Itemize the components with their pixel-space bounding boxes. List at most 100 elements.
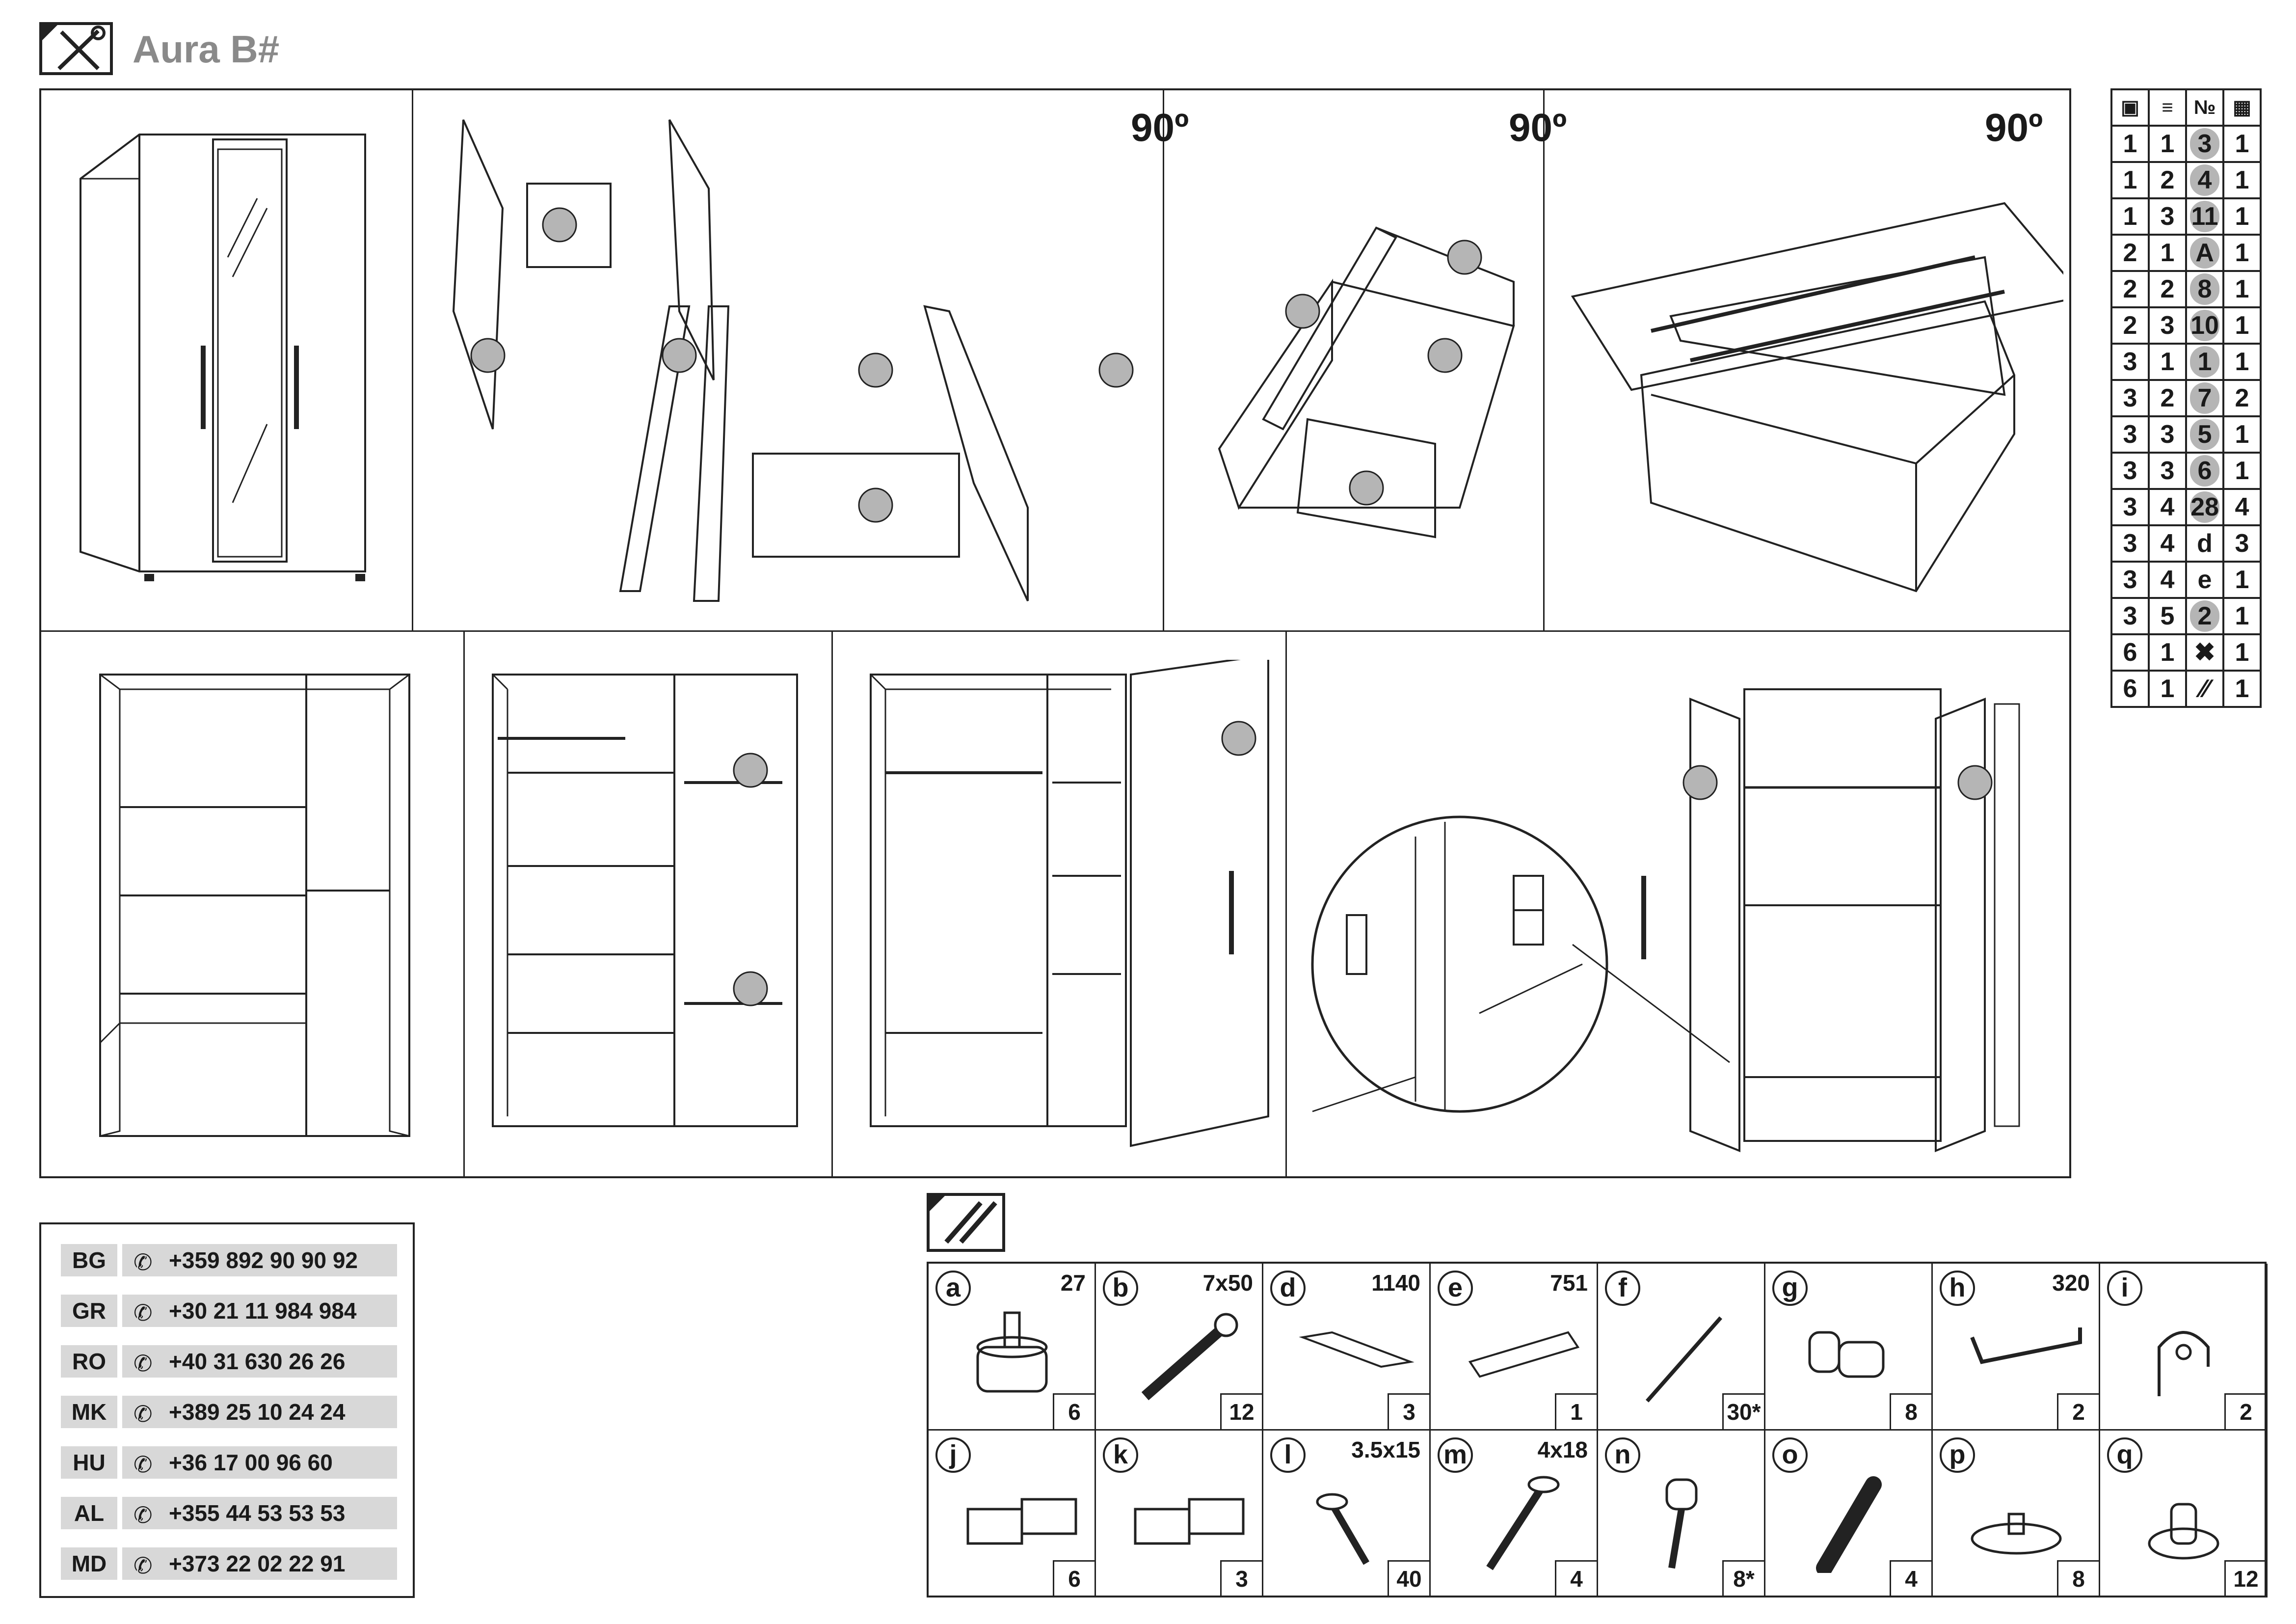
part-id: 7	[2190, 382, 2219, 414]
rail-holder-icon	[2130, 1308, 2238, 1408]
part-id-cell: 1	[2185, 343, 2224, 381]
phone-number: +389 25 10 24 24	[122, 1396, 397, 1428]
box-number-cell: 3	[2110, 597, 2150, 635]
part-id: e	[2197, 566, 2212, 594]
box-number-cell: 2	[2110, 270, 2150, 308]
hardware-quantity: 8	[2057, 1560, 2099, 1596]
part-id: 8	[2190, 273, 2219, 305]
layer-number-cell: 1	[2148, 234, 2187, 272]
quantity-cell: 2	[2222, 379, 2262, 417]
quantity-cell: 1	[2222, 161, 2262, 199]
hardware-letter: b	[1103, 1271, 1138, 1306]
quantity-cell: 1	[2222, 125, 2262, 163]
page-title: Aura B#	[133, 27, 280, 71]
box-number-cell: 1	[2110, 161, 2150, 199]
grid-icon: ▦	[2222, 88, 2262, 127]
quantity-cell: 1	[2222, 670, 2262, 708]
row-divider	[41, 630, 2070, 632]
small-screw-icon	[1293, 1475, 1401, 1575]
layer-number-cell: 1	[2148, 633, 2187, 672]
part-id: 10	[2190, 310, 2219, 341]
hardware-quantity: 6	[1053, 1560, 1095, 1596]
step-frame-assembly-drawing	[1218, 226, 1515, 539]
layer-number-cell: 3	[2148, 415, 2187, 454]
hardware-quantity: 30*	[1722, 1393, 1764, 1429]
part-id: 6	[2190, 455, 2219, 487]
part-id-cell: A	[2185, 234, 2224, 272]
layer-number-cell: 4	[2148, 561, 2187, 599]
box-number-cell: 3	[2110, 415, 2150, 454]
parts-table-header: ▣ ≡ № ▦	[2110, 88, 2262, 127]
country-code: GR	[61, 1295, 117, 1327]
phone-row: AL +355 44 53 53 53 ✆	[61, 1497, 397, 1529]
part-id-cell: 6	[2185, 452, 2224, 490]
part-id-cell: 5	[2185, 415, 2224, 454]
quantity-cell: 1	[2222, 306, 2262, 345]
quantity-cell: 1	[2222, 270, 2262, 308]
quantity-cell: 1	[2222, 561, 2262, 599]
hardware-letter: p	[1940, 1437, 1975, 1473]
layer-number-cell: 1	[2148, 343, 2187, 381]
divider	[1163, 90, 1164, 630]
part-id: 4	[2190, 164, 2219, 196]
hardware-letter: n	[1605, 1437, 1640, 1473]
divider	[412, 90, 413, 630]
part-id-cell: 4	[2185, 161, 2224, 199]
divider	[1543, 90, 1545, 630]
box-number-cell: 2	[2110, 234, 2150, 272]
quantity-cell: 3	[2222, 524, 2262, 563]
assembly-tools-icon	[39, 22, 113, 75]
phone-icon: ✆	[133, 1300, 153, 1326]
confirmat-screw-icon	[1125, 1308, 1243, 1408]
support-phones-box: BG +359 892 90 90 92 ✆ GR +30 21 11 984 …	[39, 1222, 415, 1598]
layer-number-cell: 3	[2148, 197, 2187, 236]
phone-number: +373 22 02 22 91	[122, 1547, 397, 1580]
leg-icon	[958, 1308, 1066, 1408]
assembly-steps-frame: 90º 90º 90º	[39, 88, 2071, 1178]
phone-row: GR +30 21 11 984 984 ✆	[61, 1295, 397, 1327]
quantity-cell: 1	[2222, 234, 2262, 272]
part-id-cell: d	[2185, 524, 2224, 563]
quantity-cell: 1	[2222, 452, 2262, 490]
box-number-cell: 3	[2110, 343, 2150, 381]
layer-number-cell: 2	[2148, 270, 2187, 308]
part-id: 3	[2190, 128, 2219, 160]
hardware-quantity: 2	[2057, 1393, 2099, 1429]
rotate-90-icon: 90º	[1509, 106, 1567, 149]
hardware-pack-icon	[927, 1193, 1005, 1252]
number-sign-header: №	[2185, 88, 2224, 127]
cam-lock-icon	[1628, 1475, 1735, 1575]
hardware-quantity: 12	[1220, 1393, 1262, 1429]
box-number-cell: 6	[2110, 670, 2150, 708]
part-id-cell: e	[2185, 561, 2224, 599]
hardware-quantity: 40	[1388, 1560, 1429, 1596]
part-id: A	[2190, 237, 2219, 269]
hardware-size: 27	[1060, 1270, 1086, 1296]
hardware-letter: g	[1772, 1271, 1808, 1306]
hardware-size: 7x50	[1202, 1270, 1253, 1296]
layer-number-cell: 1	[2148, 670, 2187, 708]
plug-icon	[2130, 1475, 2238, 1575]
quantity-cell: 1	[2222, 343, 2262, 381]
part-id: d	[2197, 529, 2213, 558]
box-number-cell: 1	[2110, 197, 2150, 236]
hardware-letter: k	[1103, 1437, 1138, 1473]
layer-number-cell: 5	[2148, 597, 2187, 635]
